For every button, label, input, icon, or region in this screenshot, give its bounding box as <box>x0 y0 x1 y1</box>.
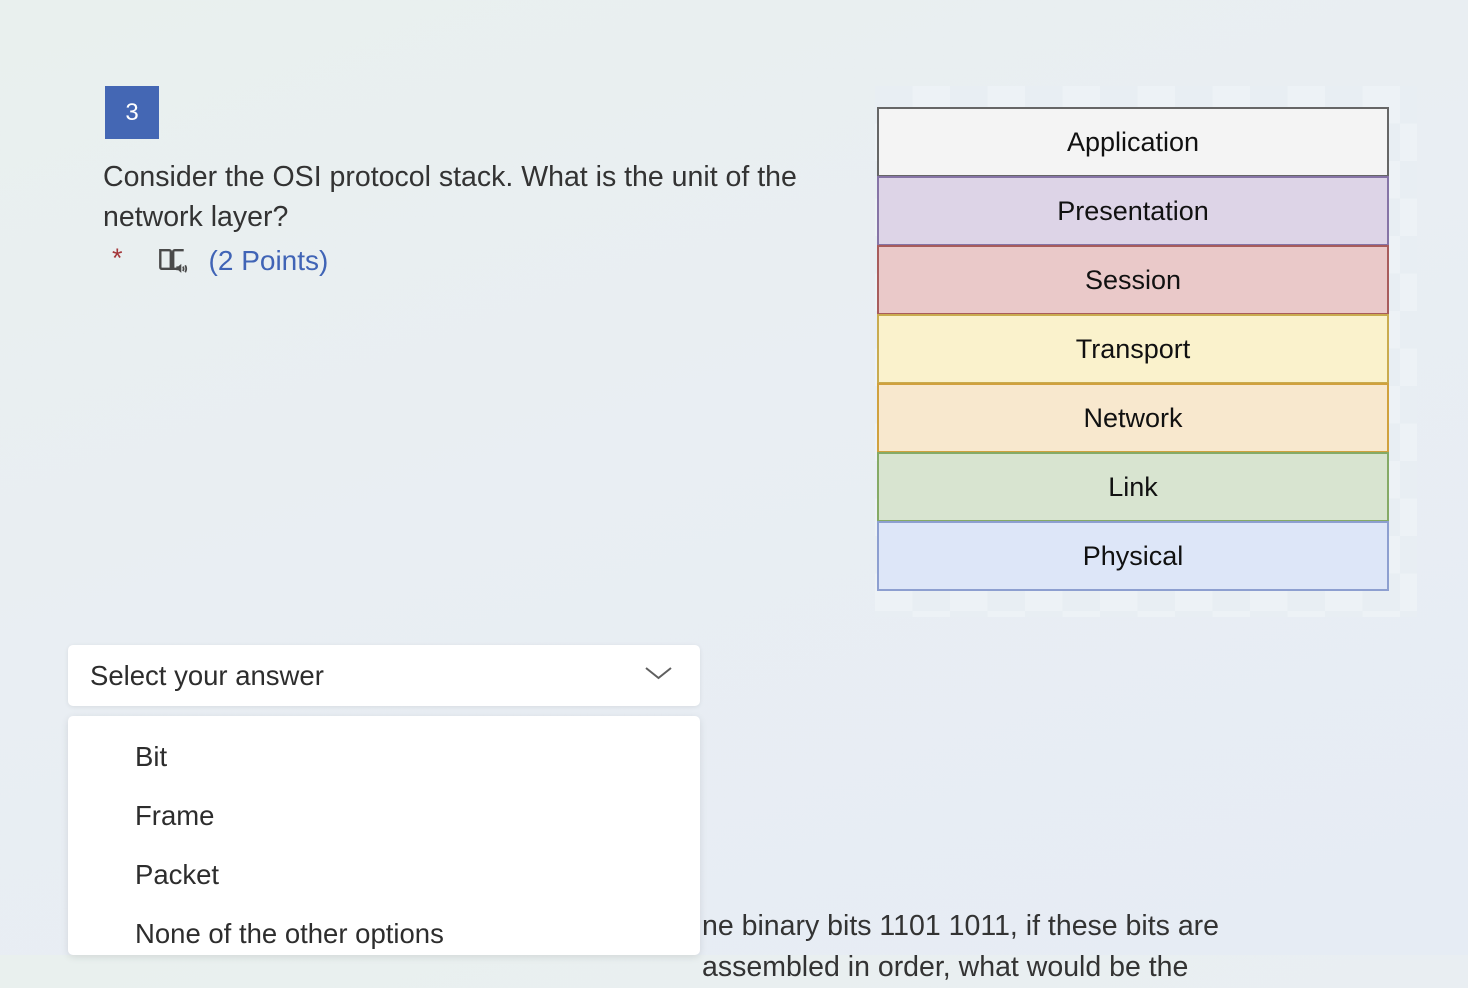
osi-layer-application: Application <box>877 107 1389 177</box>
question-number-badge: 3 <box>105 86 159 139</box>
option-packet[interactable]: Packet <box>135 858 220 890</box>
select-placeholder: Select your answer <box>90 659 324 691</box>
osi-layer-session: Session <box>877 245 1389 315</box>
answer-select[interactable]: Select your answer <box>68 645 700 706</box>
osi-layer-label: Session <box>1084 264 1182 295</box>
immersive-reader-icon[interactable] <box>154 243 190 284</box>
osi-diagram-image: Application Presentation Session Transpo… <box>875 86 1417 617</box>
osi-stack-table: Application Presentation Session Transpo… <box>877 107 1389 591</box>
osi-layer-link: Link <box>877 452 1389 522</box>
osi-layer-physical: Physical <box>877 521 1389 591</box>
required-asterisk: * <box>112 242 123 273</box>
osi-layer-network: Network <box>877 383 1389 453</box>
option-none-of-the-other-options[interactable]: None of the other options <box>135 917 444 949</box>
question-number: 3 <box>125 98 139 126</box>
osi-layer-transport: Transport <box>877 314 1389 384</box>
osi-layer-label: Presentation <box>1057 195 1209 226</box>
chevron-down-icon <box>643 664 674 687</box>
osi-layer-label: Application <box>1066 126 1200 157</box>
osi-layer-label: Link <box>1108 471 1158 502</box>
next-question-preview-line2: assembled in order, what would be the <box>702 951 1189 983</box>
option-frame[interactable]: Frame <box>135 799 215 831</box>
osi-layer-label: Transport <box>1075 333 1191 364</box>
next-question-preview-line1: ne binary bits 1101 1011, if these bits … <box>702 910 1220 942</box>
options-listbox: Bit Frame Packet None of the other optio… <box>68 716 700 955</box>
option-bit[interactable]: Bit <box>135 740 168 772</box>
osi-layer-label: Network <box>1083 402 1183 433</box>
osi-layer-label: Physical <box>1082 540 1184 571</box>
osi-layer-presentation: Presentation <box>877 176 1389 246</box>
next-question-preview: ne binary bits 1101 1011, if these bits … <box>702 906 1468 988</box>
question-meta-row: * (2 Points) <box>103 240 328 282</box>
question-text: Consider the OSI protocol stack. What is… <box>103 161 797 233</box>
points-label: (2 Points) <box>208 245 329 276</box>
